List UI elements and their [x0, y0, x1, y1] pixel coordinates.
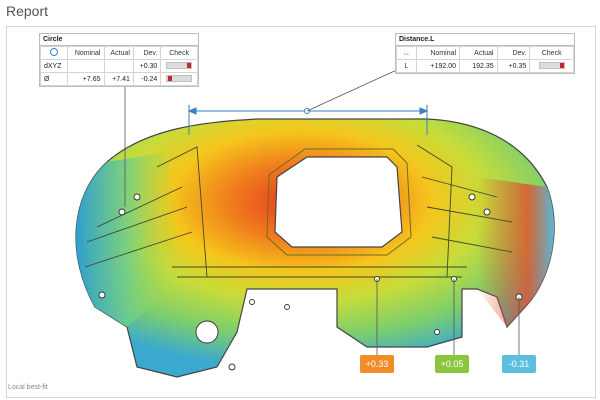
- header-check: Check: [529, 46, 574, 60]
- header-check: Check: [160, 46, 198, 60]
- table-row: dXYZ +0.30: [39, 59, 198, 73]
- distance-dimension: [187, 105, 429, 135]
- table-row: L +192.00 192.35 +0.35: [396, 59, 574, 73]
- row-nominal: [67, 59, 105, 73]
- row-actual: [103, 59, 134, 73]
- row-actual: +7.41: [103, 72, 134, 86]
- ribs: [84, 144, 513, 278]
- header-actual: Actual: [103, 46, 134, 60]
- header-nominal: Nominal: [415, 46, 461, 60]
- circle-table-icon-header: [39, 46, 69, 60]
- distance-table-title: Distance.L: [396, 34, 574, 46]
- row-dev: +0.30: [132, 59, 162, 73]
- distance-arrow-icon: ⇔: [402, 48, 411, 58]
- deviation-badge-green[interactable]: +0.05: [435, 355, 469, 373]
- row-nominal: +192.00: [415, 59, 461, 73]
- check-bar: [160, 72, 198, 86]
- row-actual: 192.35: [459, 59, 498, 73]
- part-right-region: [477, 177, 555, 327]
- footer-label: Local best-fit: [8, 384, 48, 391]
- distance-table: Distance.L ⇔ Nominal Actual Dev. Check L…: [395, 33, 575, 74]
- header-actual: Actual: [459, 46, 498, 60]
- header-nominal: Nominal: [67, 46, 105, 60]
- distance-table-icon-header: ⇔: [396, 46, 417, 60]
- circle-icon: [50, 48, 59, 56]
- row-nominal: +7.65: [67, 72, 105, 86]
- row-label: L: [396, 59, 417, 73]
- circle-table-title: Circle: [40, 34, 198, 46]
- leader-lines: [124, 62, 520, 357]
- row-label: Ø: [39, 72, 69, 86]
- check-bar: [529, 59, 574, 73]
- deviation-badge-blue[interactable]: -0.31: [502, 355, 536, 373]
- header-dev: Dev.: [132, 46, 162, 60]
- table-row: Ø +7.65 +7.41 -0.24: [39, 72, 198, 86]
- page-title: Report: [6, 3, 49, 19]
- part-left-region: [75, 152, 182, 327]
- window-rim: [266, 148, 412, 256]
- row-dev: -0.24: [132, 72, 162, 86]
- circle-table: Circle Nominal Actual Dev. Check dXYZ +0…: [39, 33, 199, 87]
- deviation-colormap-view[interactable]: [7, 27, 595, 397]
- window-cutout: [274, 156, 403, 248]
- deviation-badge-orange[interactable]: +0.33: [360, 355, 394, 373]
- report-panel: Circle Nominal Actual Dev. Check dXYZ +0…: [6, 26, 596, 398]
- row-label: dXYZ: [39, 59, 69, 73]
- header-dev: Dev.: [496, 46, 531, 60]
- check-bar: [160, 59, 198, 73]
- row-dev: +0.35: [496, 59, 531, 73]
